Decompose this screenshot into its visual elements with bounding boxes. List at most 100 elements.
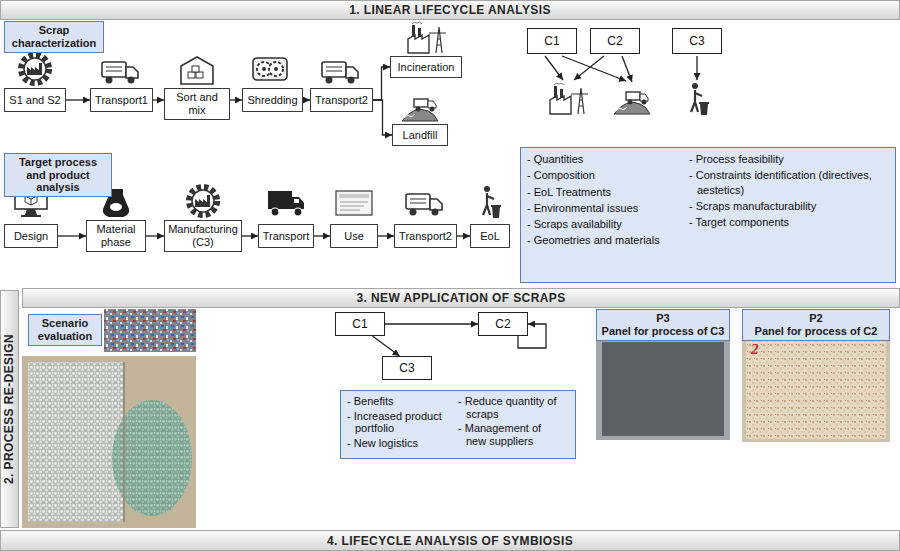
flow-arrow — [373, 67, 390, 100]
process-label: Use — [344, 230, 364, 243]
flow-arrow — [373, 100, 392, 135]
process-label: Incineration — [398, 61, 455, 74]
bullet-item: - Increased product portfolio — [347, 410, 452, 435]
process-label: Manufacturing (C3) — [168, 223, 238, 248]
incinerator-icon — [550, 83, 588, 114]
landfill-icon — [402, 99, 438, 121]
flow-arrow — [378, 235, 394, 236]
scrap-box: C3 — [382, 356, 432, 380]
bin-icon — [483, 186, 501, 218]
panel-photo — [596, 337, 730, 440]
bullet-column: - Process feasibility- Constraints ident… — [689, 152, 888, 231]
process-label: Transport2 — [315, 94, 368, 107]
flow-arrow — [385, 323, 478, 324]
arrow-line — [574, 56, 604, 80]
process-box: Design — [4, 224, 58, 248]
destination-arrows — [545, 56, 697, 82]
process-box: Manufacturing (C3) — [164, 220, 242, 252]
stage-label: Target process and product analysis — [4, 153, 112, 197]
bullet-item: - Benefits — [347, 395, 452, 408]
truck-icon — [406, 194, 442, 216]
stage-label: Scrap characterization — [4, 21, 104, 53]
flow-arrow — [373, 336, 400, 356]
process-box: Transport — [258, 224, 314, 248]
process-label: Landfill — [403, 129, 438, 142]
granules-pile — [28, 362, 124, 522]
bullet-column: - Quantities- Composition- EoL Treatment… — [527, 152, 689, 250]
lorry-icon — [268, 191, 304, 216]
scrap-box: C3 — [672, 28, 722, 54]
process-label: Design — [14, 230, 48, 243]
scrap-box: C2 — [590, 28, 640, 54]
scrap-code: C2 — [495, 317, 510, 331]
scrap-code: C3 — [689, 34, 704, 48]
process-box: Landfill — [392, 124, 448, 146]
factory-icon — [189, 187, 217, 215]
panel-photo — [742, 337, 890, 442]
process-label: Material phase — [90, 223, 142, 248]
speckled-panel — [746, 340, 886, 439]
process-label: Transport1 — [95, 94, 148, 107]
scrap-box: C1 — [527, 28, 577, 54]
bullet-item: - Process feasibility — [689, 152, 882, 166]
bullet-item: - Scraps availability — [527, 217, 683, 231]
panel-code: P3 — [656, 312, 669, 325]
section-title: 4. LIFECYCLE ANALYSIS OF SYMBIOSIS — [327, 534, 573, 548]
bin-icon — [691, 83, 709, 115]
bullet-column: - Reduce quantity of scraps- Management … — [458, 395, 569, 450]
process-label: Transport — [263, 230, 310, 243]
panel-label: P2Panel for process of C2 — [742, 309, 890, 341]
truck-icon — [102, 62, 138, 84]
process-box: Transport2 — [394, 224, 457, 248]
landfill-icon — [614, 92, 650, 114]
bullet-column: - Benefits - Increased product portfolio -… — [347, 395, 458, 452]
shredder-icon — [253, 58, 287, 80]
bullet-list: - Benefits- Increased product portfolio-… — [340, 390, 576, 459]
flow-arrow — [146, 235, 164, 236]
flow-arrow — [58, 235, 86, 236]
flakes-photo — [104, 309, 196, 352]
flow-arrow — [230, 99, 242, 100]
section-band: 2. PROCESS RE-DESIGN — [0, 290, 19, 528]
grey-panel — [602, 342, 724, 436]
bullet-list: - Quantities- Composition- EoL Treatment… — [520, 147, 896, 283]
photo-mark: 2 — [751, 341, 759, 358]
scrap-code: C2 — [607, 34, 622, 48]
flow-arrow — [153, 99, 164, 100]
box-fold — [123, 362, 125, 522]
process-box: Sort and mix — [164, 88, 230, 120]
flow-arrow — [457, 235, 470, 236]
section-band: 3. NEW APPLICATION OF SCRAPS — [22, 288, 900, 308]
stage-title: Target process and product analysis — [8, 156, 108, 194]
bullet-item: - Composition — [527, 168, 683, 182]
process-label: S1 and S2 — [9, 94, 60, 107]
scrap-box: C1 — [335, 312, 385, 336]
arrow-line — [622, 56, 632, 82]
label-holder: 2 — [751, 341, 759, 358]
stage-label: Scenario evaluation — [28, 314, 102, 346]
bullet-item: - Scraps manufacturability — [689, 199, 882, 213]
process-box: S1 and S2 — [4, 88, 66, 112]
scrap-code: C3 — [399, 361, 414, 375]
truck-icon — [322, 62, 358, 84]
arrow-line — [562, 56, 626, 81]
process-box: Use — [330, 224, 378, 248]
process-label: Transport2 — [399, 230, 452, 243]
panel-code: P2 — [809, 312, 822, 325]
scrap-code: C1 — [352, 317, 367, 331]
process-box: Material phase — [86, 220, 146, 252]
arrow-line — [545, 56, 563, 80]
stage-title: Scrap characterization — [8, 24, 100, 49]
section-band: 1. LINEAR LIFECYCLE ANALYSIS — [0, 0, 900, 20]
process-label: Sort and mix — [168, 91, 226, 116]
warehouse-icon — [181, 57, 213, 84]
process-box: Transport2 — [310, 88, 373, 112]
bullet-item: - New logistics — [347, 437, 452, 450]
bullet-item: - Reduce quantity of scraps — [458, 395, 563, 420]
process-label: EoL — [480, 230, 500, 243]
bullet-item: - Geometries and materials — [527, 233, 683, 247]
section-title: 1. LINEAR LIFECYCLE ANALYSIS — [349, 3, 551, 17]
scrap-code: C1 — [544, 34, 559, 48]
panel-label: P3Panel for process of C3 — [596, 309, 730, 341]
